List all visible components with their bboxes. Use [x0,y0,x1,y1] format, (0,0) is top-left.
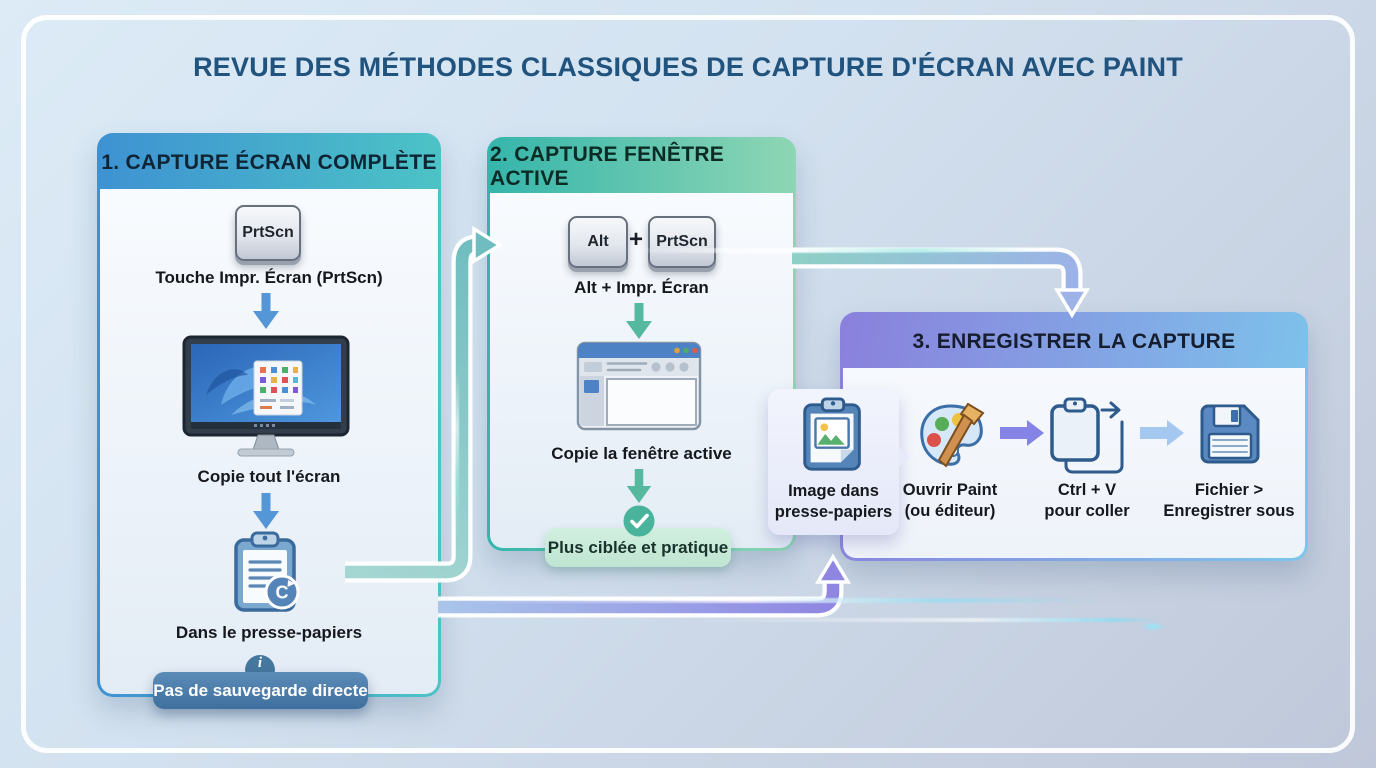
note-more-practical-label: Plus ciblée et pratique [547,537,729,557]
step-4-label: Fichier > Enregistrer sous [1159,480,1299,521]
down-arrow-icon [626,303,652,339]
clipboard-badge: C [276,583,289,603]
panel-2-header: 2. CAPTURE FENÊTRE ACTIVE [490,140,793,193]
step-1-label: Image dans presse-papiers [768,481,899,522]
browser-window-icon [576,341,702,431]
info-glyph: i [257,655,263,671]
step-clipboard-image-card: Image dans presse-papiers [768,389,910,535]
step-1-label-line1: Image dans [788,482,879,500]
alt-key-label: Alt [587,233,609,250]
clipboard-paste-icon [1050,397,1124,474]
step-3-label-line2: pour coller [1044,501,1130,520]
panel-save-capture: 3. ENREGISTRER LA CAPTURE Image dans pre [768,312,1308,561]
caption-prtscn-key: Touche Impr. Écran (PrtScn) [155,268,383,287]
right-arrow-icon [1000,420,1044,446]
down-arrow-icon [253,293,279,329]
light-glow-dot [1140,622,1166,631]
check-circle-icon [623,505,655,537]
panel-2-title: 2. CAPTURE FENÊTRE ACTIVE [490,142,725,190]
page-title: REVUE DES MÉTHODES CLASSIQUES DE CAPTURE… [193,52,1183,82]
note-no-direct-save-label: Pas de sauvegarde directe [153,680,368,700]
light-streak [455,370,459,540]
panel-1-body: PrtScn Touche Impr. Écran (PrtScn) [100,189,438,709]
panel-3-title: 3. ENREGISTRER LA CAPTURE [912,329,1236,353]
note-more-practical: Plus ciblée et pratique [545,528,731,567]
plus-sign: + [629,226,644,253]
prtscn-keycap-icon: PrtScn [648,216,716,268]
panel-3-header: 3. ENREGISTRER LA CAPTURE [843,315,1305,368]
paint-palette-icon [920,402,985,468]
step-2-label: Ouvrir Paint (ou éditeur) [880,480,1020,521]
connector-panel2-to-panel3 [792,247,1091,319]
note-no-direct-save: Pas de sauvegarde directe [153,672,368,709]
monitor-icon [182,335,350,457]
step-1-label-line2: presse-papiers [774,502,893,521]
prtscn-key-label: PrtScn [242,224,294,241]
caption-copy-window: Copie la fenêtre active [551,444,732,463]
info-icon: i [245,655,275,675]
right-arrow-icon [1140,420,1184,446]
light-streak [460,598,1100,603]
step-4-label-line1: Fichier > [1194,481,1264,499]
prtscn-keycap-icon: PrtScn [235,205,301,261]
panel-2-body: Alt + PrtScn Alt + Impr. Écran [490,193,793,567]
step-3-label: Ctrl + V pour coller [1017,480,1157,521]
clipboard-copy-icon: C [234,531,300,612]
alt-keycap-icon: Alt [568,216,628,268]
light-streak [700,618,1160,622]
panel-1-title: 1. CAPTURE ÉCRAN COMPLÈTE [101,150,437,174]
caption-in-clipboard: Dans le presse-papiers [175,623,363,642]
panel-full-screen-capture: 1. CAPTURE ÉCRAN COMPLÈTE PrtScn Touche … [97,133,441,709]
caption-alt-prtscn: Alt + Impr. Écran [574,278,709,297]
prtscn-key-label: PrtScn [656,233,708,250]
step-3-label-line1: Ctrl + V [1057,481,1117,499]
step-2-label-line2: (ou éditeur) [904,501,996,520]
panel-1-header: 1. CAPTURE ÉCRAN COMPLÈTE [100,136,438,189]
down-arrow-icon [253,493,279,529]
floppy-disk-icon [1200,404,1260,464]
panel-active-window-capture: 2. CAPTURE FENÊTRE ACTIVE Alt + PrtScn A… [487,137,796,567]
down-arrow-icon [626,469,652,503]
caption-copy-screen: Copie tout l'écran [197,467,341,486]
step-4-label-line2: Enregistrer sous [1163,501,1295,520]
panel-3-body: Image dans presse-papiers Ouvrir Paint (… [768,368,1305,558]
clipboard-image-icon [803,397,861,471]
step-2-label-line1: Ouvrir Paint [902,481,998,499]
